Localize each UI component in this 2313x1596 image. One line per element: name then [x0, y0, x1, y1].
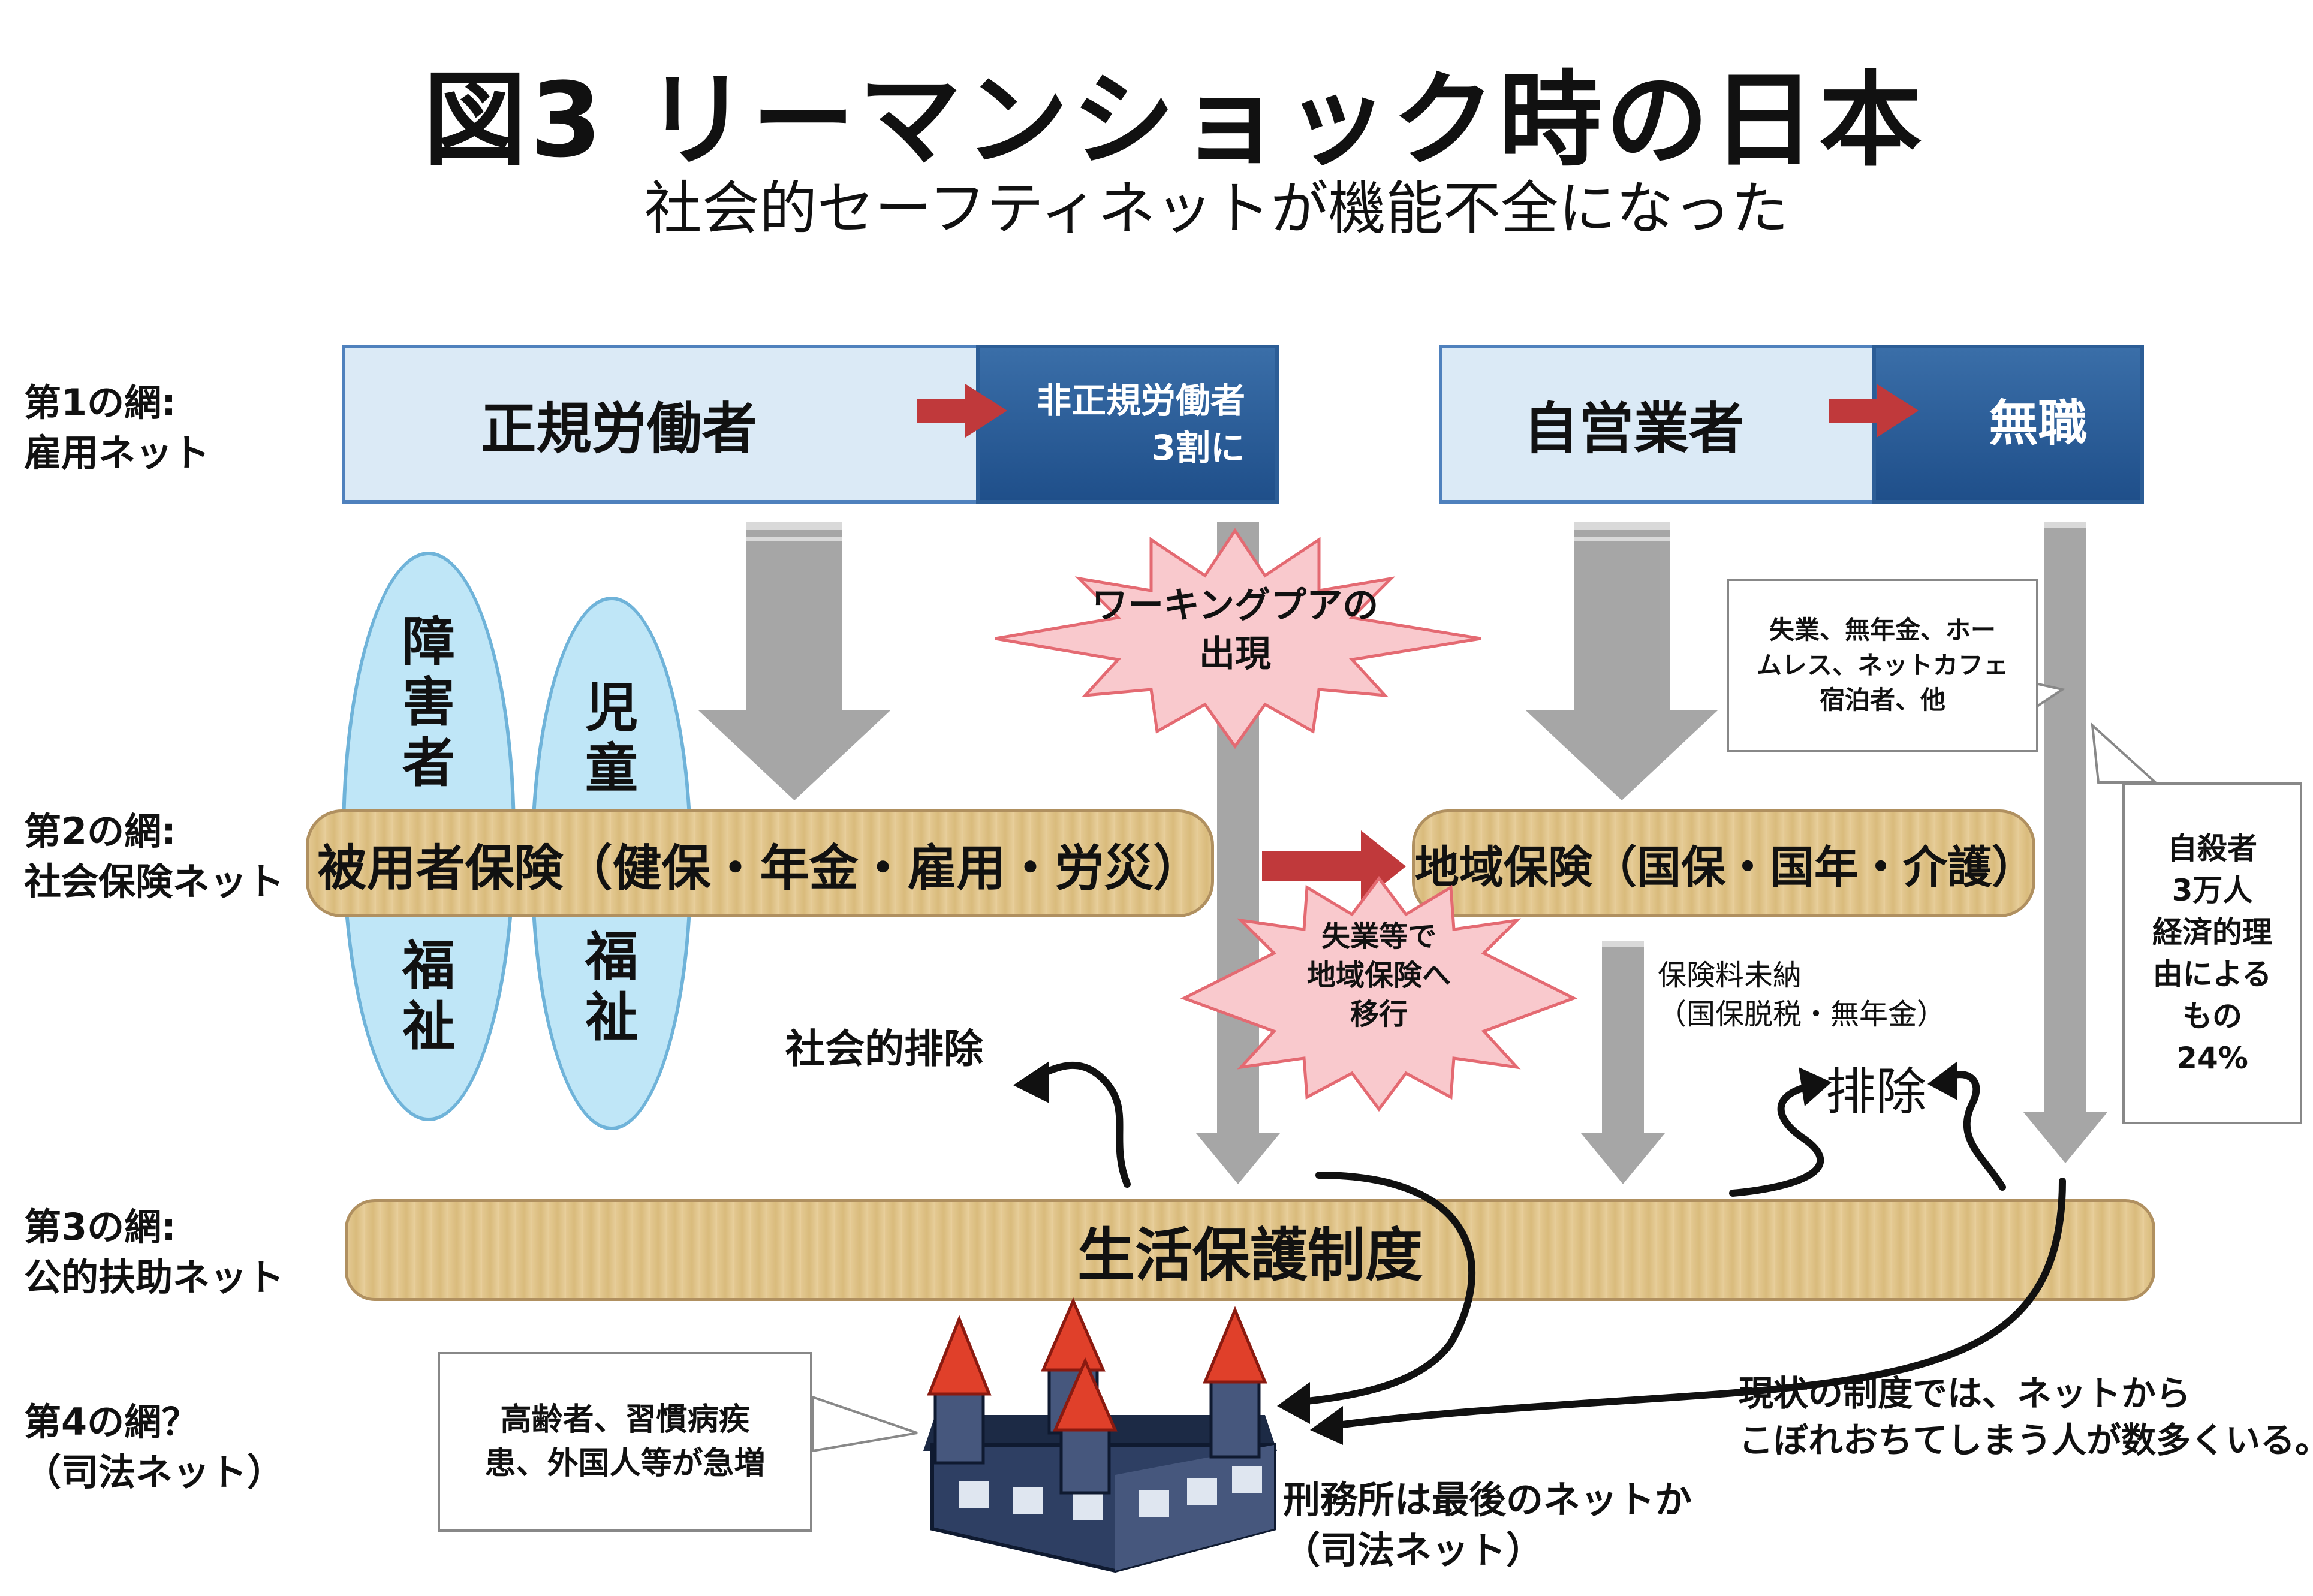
- arrow-unemployed-down-shaft: [2044, 522, 2086, 1115]
- regional-insurance-label: 地域保険（国保・国年・介護）: [1415, 841, 2036, 893]
- curve-to-prison-1: [1285, 1172, 1476, 1407]
- social-exclusion-label: 社会的排除: [785, 1026, 983, 1072]
- elderly-callout-tail: [811, 1395, 918, 1453]
- unpaid-premiums-label: 保険料未納 （国保脱税・無年金）: [1658, 959, 1946, 1031]
- working-poor-label: ワーキングプアの 出現: [1091, 585, 1379, 675]
- curve-exclusion-right: [1939, 1071, 2006, 1191]
- self-employed-label: 自営業者: [1523, 397, 1744, 461]
- arrow-regular-to-employee-shaft: [746, 522, 842, 713]
- unemployed-label: 無職: [1989, 395, 2088, 453]
- regular-workers-box: 正規労働者: [342, 345, 980, 504]
- current-system-label: 現状の制度では、ネットから こぼれおちてしまう人が数多くいる。: [1739, 1373, 2313, 1461]
- arrow-self-to-regional-shaft: [1574, 522, 1670, 713]
- disability-top-text: 障 害 者: [402, 611, 455, 794]
- homeless-callout: 失業、無年金、ホー ムレス、ネットカフェ 宿泊者、他: [1727, 579, 2038, 752]
- net1-label: 第1の網: 雇用ネット: [24, 381, 210, 475]
- suicide-callout-tail: [2091, 722, 2159, 784]
- net3-label: 第3の網: 公的扶助ネット: [24, 1205, 285, 1299]
- curve-exclusion-left: [1729, 1082, 1824, 1197]
- arrow-nonregular-down-head: [1196, 1133, 1280, 1184]
- curve-social-exclusion: [1028, 1062, 1131, 1188]
- red-arrow-regular-to-nonregular: [965, 384, 1007, 438]
- red-arrow-employee-to-regional: [1361, 830, 1406, 902]
- livelihood-protection-bar: 生活保護制度: [345, 1199, 2155, 1301]
- nonregular-line1: 非正規労働者: [1036, 380, 1245, 421]
- unemployed-box: 無職: [1872, 345, 2144, 504]
- curvy-arrows: [1028, 1062, 2066, 1431]
- page-subtitle: 社会的セーフティネットが機能不全になった: [644, 175, 1789, 242]
- child-top-text: 児 童: [585, 677, 638, 800]
- nonregular-line2: 3割に: [1151, 427, 1245, 468]
- arrow-self-to-regional-head: [1526, 710, 1718, 800]
- arrow-unpaid-down-head: [1581, 1133, 1665, 1184]
- shift-label: 失業等で 地域保険へ 移行: [1306, 920, 1451, 1031]
- regular-workers-label: 正規労働者: [481, 397, 757, 461]
- red-arrow-self-to-unemployed: [1877, 384, 1919, 438]
- net2-label: 第2の網: 社会保険ネット: [24, 809, 285, 904]
- nonregular-workers-label: 非正規労働者 3割に: [980, 348, 1275, 500]
- arrow-unpaid-down-shaft: [1602, 941, 1644, 1139]
- curve-to-prison-2: [1321, 1178, 2066, 1431]
- regional-insurance-bar: 地域保険（国保・国年・介護）: [1412, 809, 2036, 917]
- disability-bottom-text: 福 祉: [402, 935, 455, 1058]
- working-poor-burst: [995, 528, 1481, 749]
- red-arrows: [917, 384, 1919, 902]
- child-bottom-text: 福 祉: [585, 926, 638, 1049]
- livelihood-protection-label: 生活保護制度: [1077, 1221, 1423, 1289]
- exclusion-label: 排除: [1826, 1062, 1927, 1121]
- employee-insurance-bar: 被用者保険（健保・年金・雇用・労災）: [306, 809, 1214, 917]
- prison-question-label: 刑務所は最後のネットか （司法ネット）: [1283, 1478, 1692, 1572]
- employee-insurance-label: 被用者保険（健保・年金・雇用・労災）: [317, 839, 1203, 897]
- arrow-regular-to-employee-head: [698, 710, 890, 800]
- suicide-callout: 自殺者 3万人 経済的理 由による もの 24%: [2122, 782, 2302, 1124]
- prison-icon: [923, 1297, 1277, 1573]
- arrow-unemployed-down-head: [2023, 1112, 2107, 1163]
- net4-label: 第4の網？ （司法ネット）: [24, 1400, 285, 1494]
- nonregular-workers-box: 非正規労働者 3割に: [976, 345, 1279, 504]
- self-employed-box: 自営業者: [1439, 345, 1877, 504]
- elderly-callout: 高齢者、習慣病疾 患、外国人等が急増: [438, 1352, 812, 1532]
- gray-arrows: [698, 522, 2107, 1184]
- page-title: 図3 リーマンショック時の日本: [423, 60, 1926, 180]
- curvy-arrowheads: [1013, 1061, 1957, 1445]
- shift-burst: [1180, 875, 1578, 1112]
